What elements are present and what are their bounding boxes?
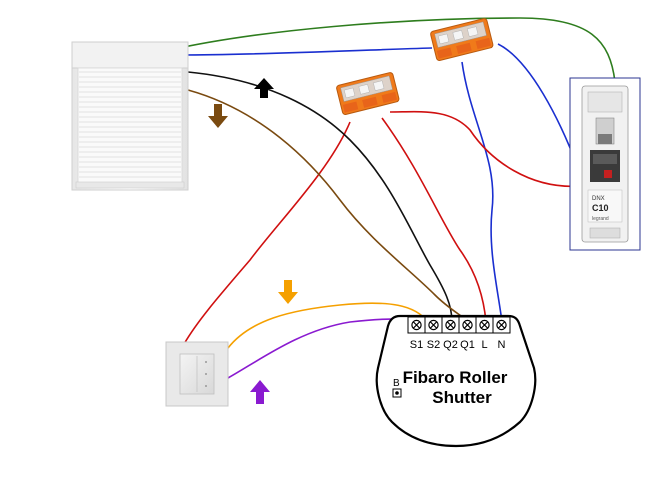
roller-shutter-icon: [71, 41, 189, 191]
terminal-label-q2: Q2: [443, 339, 458, 351]
motor-up-wire: [187, 71, 453, 323]
terminal-label-l: L: [481, 339, 487, 351]
screw-slot: [447, 321, 454, 329]
live-wire-switch: [183, 121, 351, 345]
earth-wire: [169, 17, 616, 83]
live-wire-breaker: [389, 110, 583, 188]
circuit-breaker-icon: DNX C10 legrand: [569, 77, 641, 251]
screw-slot: [481, 321, 488, 329]
module-title-line2: Shutter: [432, 388, 492, 407]
arrow-up-icon: [254, 78, 274, 98]
terminal-label-s2: S2: [427, 339, 440, 351]
neutral-wire-breaker: [497, 43, 579, 169]
switch-s1-wire: [227, 302, 429, 349]
neutral-wire-shutter: [179, 47, 433, 56]
arrow-down-icon: [208, 104, 228, 128]
terminal-label-n: N: [498, 339, 506, 351]
screw-slot: [464, 321, 471, 329]
wires: [169, 17, 616, 379]
screw-slot: [413, 321, 420, 329]
screw-slot: [430, 321, 437, 329]
terminal-label-s1: S1: [410, 339, 423, 351]
terminal-label-q1: Q1: [460, 339, 475, 351]
wago-connector-icon: [336, 72, 400, 115]
arrow-up-icon: [250, 380, 270, 404]
module-body: [375, 314, 537, 448]
motor-down-wire: [187, 89, 469, 323]
breaker-rating-label: C10: [592, 203, 609, 213]
screw-slot: [498, 321, 505, 329]
b-button-label: B: [393, 378, 400, 389]
arrow-down-icon: [278, 280, 298, 304]
wall-switch-icon: [165, 341, 229, 407]
wago-connector-icon: [430, 18, 494, 61]
live-wire-module: [381, 117, 487, 323]
module-title-line1: Fibaro Roller: [403, 368, 508, 387]
breaker-brand-label: legrand: [592, 216, 609, 222]
neutral-wire-module: [461, 61, 503, 323]
breaker-model-label: DNX: [592, 196, 605, 202]
